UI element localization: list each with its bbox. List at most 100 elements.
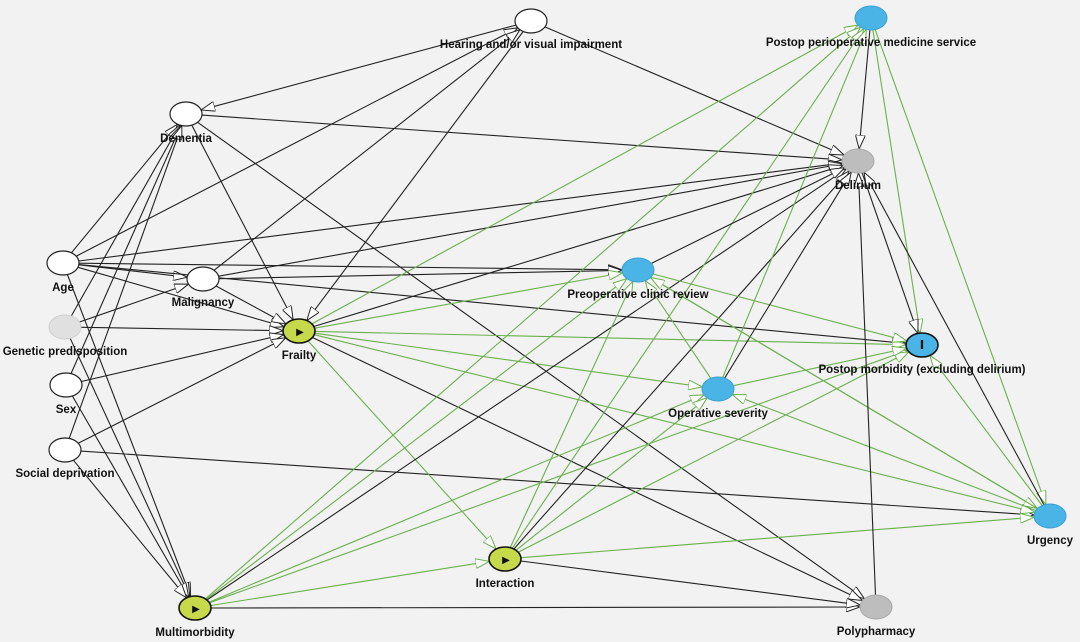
node-urgency[interactable]: Urgency xyxy=(1027,503,1074,547)
node-frailty[interactable]: ▶Frailty xyxy=(282,318,317,362)
node-hearing[interactable]: Hearing and/or visual impairment xyxy=(440,8,622,51)
edge-frailty-to-postop-service xyxy=(311,26,857,325)
edge-multimorbidity-to-preop-clinic xyxy=(205,279,626,600)
edge-interaction-to-operative-severity xyxy=(515,398,706,551)
edge-frailty-to-postop-morbidity xyxy=(314,330,905,344)
node-frailty-shape xyxy=(282,318,316,344)
edge-frailty-to-delirium xyxy=(313,166,842,328)
node-social-shape xyxy=(48,437,82,463)
edge-hearing-to-dementia xyxy=(202,24,517,110)
edge-urgency-to-delirium xyxy=(865,173,1045,506)
edge-sex-to-frailty xyxy=(81,335,282,383)
node-hearing-shape xyxy=(514,8,548,34)
edge-age-to-preop-clinic xyxy=(78,262,621,270)
edge-age-to-delirium xyxy=(78,163,841,262)
edge-interaction-to-delirium xyxy=(513,172,849,550)
edge-multimorbidity-to-interaction xyxy=(210,562,489,607)
node-genetic[interactable]: Genetic predisposition xyxy=(3,314,128,358)
node-delirium-shape xyxy=(841,148,875,174)
node-delirium-label: Delirium xyxy=(835,180,881,192)
edge-multimorbidity-to-postop-morbidity xyxy=(209,351,906,604)
node-sex-label: Sex xyxy=(56,404,77,416)
node-age[interactable]: Age xyxy=(46,250,80,294)
node-sex[interactable]: Sex xyxy=(49,372,83,416)
node-malignancy-label: Malignancy xyxy=(172,297,235,309)
node-interaction[interactable]: ▶ Interaction xyxy=(476,546,535,590)
node-polypharmacy-shape xyxy=(859,594,893,620)
edge-postop-service-to-postop-morbidity xyxy=(872,29,920,332)
edge-frailty-to-urgency xyxy=(314,334,1034,512)
edge-malignancy-to-hearing xyxy=(213,30,519,271)
node-age-shape xyxy=(46,250,80,276)
edge-preop-clinic-to-postop-morbidity xyxy=(652,273,906,341)
node-social[interactable]: Social deprivation xyxy=(15,437,115,480)
edge-urgency-to-operative-severity xyxy=(733,395,1036,512)
edge-genetic-to-frailty xyxy=(80,327,282,330)
node-dementia[interactable]: Dementia xyxy=(160,101,212,145)
edge-sex-to-multimorbidity xyxy=(71,395,188,596)
edge-postop-service-to-urgency xyxy=(874,29,1045,504)
node-postop-service[interactable]: Postop perioperative medicine service xyxy=(766,5,976,49)
node-hearing-label: Hearing and/or visual impairment xyxy=(440,39,622,51)
edge-preop-clinic-to-delirium xyxy=(651,168,843,264)
node-sex-shape xyxy=(49,372,83,398)
exposure-icon: ▶ xyxy=(192,604,200,615)
edge-frailty-to-interaction xyxy=(307,340,495,548)
edge-social-to-dementia xyxy=(68,127,181,439)
edge-malignancy-to-delirium xyxy=(218,164,842,277)
edge-dementia-to-polypharmacy xyxy=(197,121,864,598)
edge-social-to-frailty xyxy=(77,338,285,444)
node-genetic-label: Genetic predisposition xyxy=(3,346,128,358)
exposure-icon: ▶ xyxy=(296,327,304,338)
edge-multimorbidity-to-postop-service xyxy=(205,28,859,600)
node-dementia-shape xyxy=(169,101,203,127)
node-interaction-shape xyxy=(488,546,522,572)
node-polypharmacy[interactable]: Polypharmacy xyxy=(837,594,916,638)
node-postop-morbidity-shape xyxy=(905,332,939,358)
edge-hearing-to-frailty xyxy=(307,31,524,320)
edge-frailty-to-preop-clinic xyxy=(314,273,622,329)
edge-postop-service-to-delirium xyxy=(859,29,871,148)
node-operative-severity-label: Operative severity xyxy=(668,408,768,420)
nodes-layer: Hearing and/or visual impairmentDementia… xyxy=(3,5,1074,639)
edge-interaction-to-postop-service xyxy=(511,30,863,549)
edge-dementia-to-delirium xyxy=(201,114,841,160)
node-postop-morbidity-label: Postop morbidity (excluding delirium) xyxy=(818,364,1025,376)
edge-malignancy-to-preop-clinic xyxy=(218,270,621,280)
node-preop-clinic[interactable]: Preoperative clinic review xyxy=(567,257,709,301)
edge-urgency-to-postop-morbidity xyxy=(930,356,1043,506)
node-postop-service-shape xyxy=(854,5,888,31)
node-urgency-label: Urgency xyxy=(1027,535,1074,547)
edge-interaction-to-postop-morbidity xyxy=(517,352,908,553)
exposure-icon: ▶ xyxy=(502,555,510,566)
edge-interaction-to-urgency xyxy=(520,517,1033,559)
node-interaction-label: Interaction xyxy=(476,578,535,590)
node-operative-severity-shape xyxy=(701,376,735,402)
node-delirium[interactable]: Delirium xyxy=(835,148,881,192)
node-malignancy-shape xyxy=(186,266,220,292)
edge-operative-severity-to-postop-service xyxy=(722,30,866,378)
node-multimorbidity[interactable]: ▶ Multimorbidity xyxy=(155,595,235,639)
node-multimorbidity-label: Multimorbidity xyxy=(155,627,235,639)
edge-delirium-to-postop-morbidity xyxy=(861,172,918,333)
node-multimorbidity-shape xyxy=(178,595,212,621)
edge-multimorbidity-to-operative-severity xyxy=(208,395,703,603)
edge-social-to-multimorbidity xyxy=(72,459,186,597)
edge-age-to-multimorbidity xyxy=(66,274,190,596)
edge-frailty-to-operative-severity xyxy=(314,332,702,387)
node-age-label: Age xyxy=(52,282,74,294)
edge-genetic-to-malignancy xyxy=(79,284,188,323)
edge-age-to-hearing xyxy=(75,28,517,257)
node-urgency-shape xyxy=(1033,503,1067,529)
node-operative-severity[interactable]: Operative severity xyxy=(668,376,768,420)
edge-age-to-frailty xyxy=(77,266,283,326)
edge-frailty-to-polypharmacy xyxy=(312,337,862,601)
edge-operative-severity-to-postop-morbidity xyxy=(733,349,905,387)
node-dementia-label: Dementia xyxy=(160,133,212,145)
edge-interaction-to-preop-clinic xyxy=(509,282,632,548)
edge-operative-severity-to-preop-clinic xyxy=(646,282,712,379)
edge-operative-severity-to-delirium xyxy=(724,173,851,379)
node-malignancy[interactable]: Malignancy xyxy=(172,266,235,309)
